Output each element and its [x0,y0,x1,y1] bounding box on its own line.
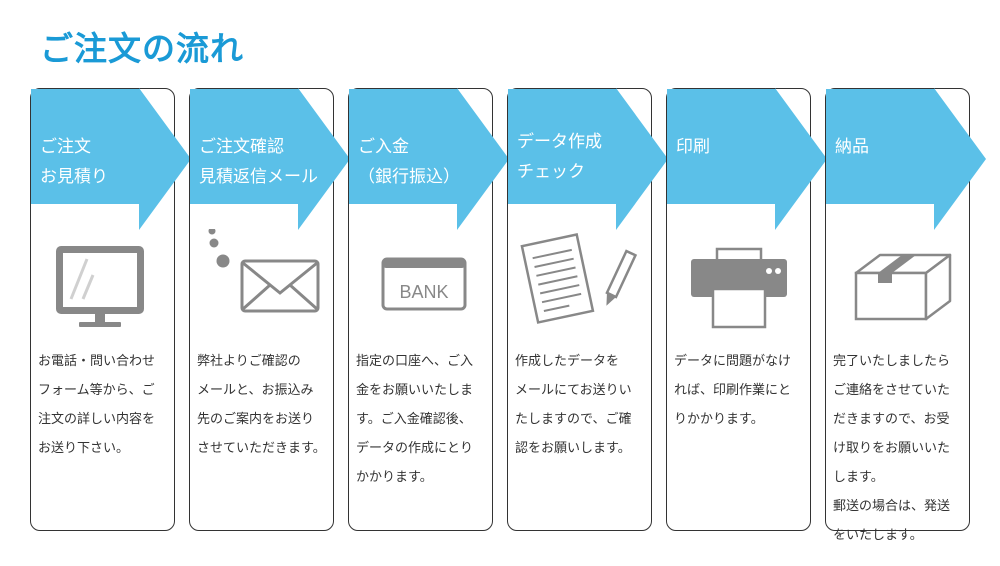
monitor-icon [31,229,176,339]
step-arrow [508,88,668,230]
document-pencil-icon [508,229,653,339]
step-description: お電話・問い合わせ フォーム等から、ご 注文の詳しい内容を お送り下さい。 [38,354,156,456]
step-description: 弊社よりご確認の メールと、お振込み 先のご案内をお送り させていただきます。 [197,354,326,456]
step-description: データに問題がなけ れば、印刷作業にと りかかります。 [674,354,792,427]
step-title: ご注文 お見積り [40,137,108,187]
step-card-order-estimate: ご注文 お見積り お電話・問い合わせ フォーム等から、ご 注文の詳しい内容を お… [30,88,191,531]
step-title: データ作成 チェック [517,132,602,182]
step-card-delivery: 納品 完了いたしましたら ご連絡をさせていた だきますので、お受 け取りをお願い… [825,88,986,543]
step-arrow [826,88,986,230]
step-title: ご注文確認 見積返信メール [199,137,318,187]
printer-icon [667,229,812,339]
step-title: 納品 [835,137,869,157]
step-card-printing: 印刷 データに問題がなけ れば、印刷作業にと りかかります。 [666,88,827,531]
box-icon [826,229,971,339]
page-title: ご注文の流れ [40,29,244,68]
step-arrow [667,88,827,230]
step-arrow [349,88,509,230]
step-description: 指定の口座へ、ご入 金をお願いいたしま す。ご入金確認後、 データの作成にとり … [356,354,474,485]
step-arrow [190,88,350,230]
step-title: ご入金 （銀行振込） [358,137,460,187]
bank-card-label: BANK [399,282,448,302]
step-arrow [31,88,191,230]
step-title: 印刷 [676,137,710,157]
step-description: 作成したデータを メールにてお送りい たしますので、ご確 認をお願いします。 [515,354,632,456]
envelope-icon [190,227,335,339]
step-description: 完了いたしましたら ご連絡をさせていた だきますので、お受 け取りをお願いいた … [833,354,951,543]
step-card-confirmation-email: ご注文確認 見積返信メール 弊社よりご確認の メールと、お振込み 先のご案内をお… [189,88,350,531]
step-card-payment: ご入金 （銀行振込） BANK 指定の口座へ、ご入 金をお願いいたしま す。ご入… [348,88,509,531]
step-card-data-creation: データ作成 チェック 作成したデータを メールにてお送りい たしますので、ご確 … [507,88,668,531]
bank-card-icon: BANK [349,229,494,339]
